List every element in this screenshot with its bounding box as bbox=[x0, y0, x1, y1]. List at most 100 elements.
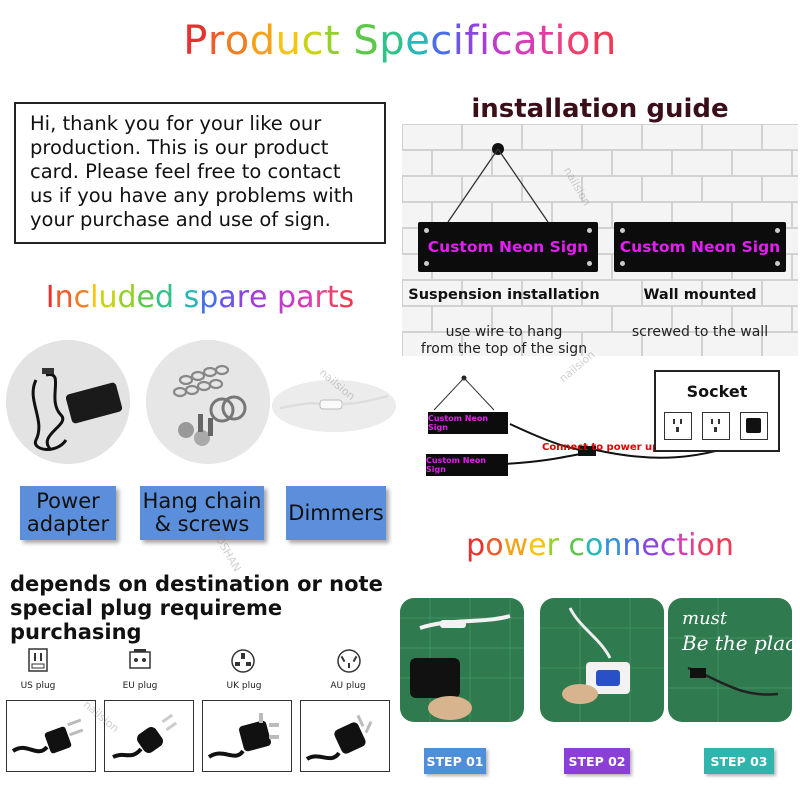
intro-line: card. Please feel free to contact bbox=[30, 160, 341, 183]
title-letter: n bbox=[54, 280, 74, 315]
suspension-wires bbox=[447, 143, 549, 223]
title-letter: n bbox=[590, 18, 617, 64]
title-letter: i bbox=[688, 528, 697, 563]
step3-photo-text2: Be the place bbox=[681, 631, 792, 655]
label-line: adapter bbox=[26, 512, 110, 536]
title-letter: r bbox=[314, 280, 327, 315]
title-letter: f bbox=[464, 18, 480, 64]
title-letter: c bbox=[430, 18, 453, 64]
title-letter: d bbox=[117, 280, 137, 315]
outlet-plugged-icon bbox=[740, 412, 768, 440]
step-03-badge: STEP 03 bbox=[704, 748, 774, 774]
hang-chain-photo bbox=[146, 340, 270, 464]
eu-plug-label: EU plug bbox=[122, 681, 158, 691]
title-letter: P bbox=[183, 18, 208, 64]
intro-line: production. This is our product bbox=[30, 136, 329, 159]
title-letter: t bbox=[324, 18, 341, 64]
eu-plug-photo bbox=[104, 700, 194, 772]
label-line: Hang chain bbox=[142, 489, 262, 513]
step3-photo-text1: must bbox=[682, 608, 728, 629]
title-letter: a bbox=[296, 280, 315, 315]
title-letter: u bbox=[98, 280, 118, 315]
wall-mounted-neon-sign: Custom Neon Sign bbox=[614, 222, 786, 272]
title-letter: o bbox=[696, 528, 715, 563]
plug-heading-line: depends on destination or note bbox=[10, 572, 383, 596]
wall-mounted-description: screwed to the wall bbox=[631, 324, 769, 340]
title-letter: c bbox=[568, 528, 585, 563]
title-letter: n bbox=[603, 528, 623, 563]
title-letter: r bbox=[546, 528, 559, 563]
neon-sign-text: Custom Neon Sign bbox=[619, 238, 781, 256]
intro-line: Hi, thank you for your like our bbox=[30, 112, 322, 135]
title-letter: t bbox=[326, 280, 339, 315]
intro-line: us if you have any problems with bbox=[30, 184, 354, 207]
eu-plug-icon bbox=[129, 649, 151, 669]
au-plug-photo bbox=[300, 700, 390, 772]
title-letter: e bbox=[249, 280, 268, 315]
uk-plug-photo bbox=[202, 700, 292, 772]
title-letter bbox=[559, 528, 569, 563]
title-letter: i bbox=[452, 18, 465, 64]
outlet-icon bbox=[702, 412, 730, 440]
suspension-description: use wire to hang from the top of the sig… bbox=[404, 324, 604, 358]
step-02-photo bbox=[540, 598, 664, 722]
title-letter: c bbox=[659, 528, 677, 563]
us-plug-icon bbox=[28, 648, 48, 672]
title-letter: o bbox=[485, 528, 504, 563]
power-adapter-photo bbox=[6, 340, 130, 464]
installation-guide-title: installation guide bbox=[471, 94, 729, 124]
title-letter bbox=[340, 18, 353, 64]
connect-power-label: Connect to power up bbox=[542, 442, 660, 453]
title-letter: c bbox=[301, 18, 324, 64]
label-line: Power bbox=[36, 489, 100, 513]
title-letter: n bbox=[714, 528, 734, 563]
title-letter: w bbox=[503, 528, 529, 563]
title-letter: u bbox=[275, 18, 302, 64]
title-letter: d bbox=[249, 18, 276, 64]
intro-line: your purchase and use of sign. bbox=[30, 208, 331, 231]
step-01-badge: STEP 01 bbox=[424, 748, 486, 774]
outlet-icon bbox=[664, 412, 692, 440]
title-letter: e bbox=[641, 528, 660, 563]
uk-plug-label: UK plug bbox=[226, 681, 262, 691]
title-letter: c bbox=[490, 18, 514, 64]
au-plug-label: AU plug bbox=[330, 681, 366, 691]
title-letter: o bbox=[584, 528, 604, 563]
title-letter: I bbox=[45, 280, 55, 315]
title-letter: p bbox=[379, 18, 406, 64]
au-plug-icon bbox=[337, 649, 361, 673]
dimmer-photo bbox=[272, 380, 396, 432]
title-letter: r bbox=[207, 18, 225, 64]
suspension-desc-line: use wire to hang bbox=[445, 324, 563, 340]
title-letter: l bbox=[90, 280, 99, 315]
title-letter: t bbox=[676, 528, 689, 563]
title-letter: p bbox=[277, 280, 297, 315]
title-letter bbox=[174, 280, 184, 315]
step-02-badge: STEP 02 bbox=[564, 748, 630, 774]
title-letter: i bbox=[554, 18, 566, 64]
title-letter: n bbox=[622, 528, 642, 563]
intro-text-box: Hi, thank you for your like our producti… bbox=[14, 102, 386, 244]
title-letter: r bbox=[236, 280, 250, 315]
plug-heading-line: purchasing bbox=[10, 620, 142, 644]
hang-chain-label: Hang chain& screws bbox=[140, 486, 264, 540]
title-letter: d bbox=[155, 280, 175, 315]
label-line: & screws bbox=[154, 512, 250, 536]
title-letter bbox=[268, 280, 278, 315]
power-wiring-diagram bbox=[433, 375, 761, 465]
mini-neon-sign-lower: Custom Neon Sign bbox=[426, 454, 508, 476]
suspension-neon-sign: Custom Neon Sign bbox=[418, 222, 598, 272]
suspension-installation-label: Suspension installation bbox=[408, 287, 600, 303]
plug-requirement-heading: depends on destination or note special p… bbox=[10, 572, 400, 644]
title-letter: o bbox=[224, 18, 250, 64]
uk-plug-icon bbox=[231, 649, 255, 673]
title-letter: a bbox=[218, 280, 237, 315]
title-letter: s bbox=[338, 280, 355, 315]
title-letter: e bbox=[405, 18, 431, 64]
dimmers-label: Dimmers bbox=[286, 486, 386, 540]
page-title: Product Specification bbox=[0, 18, 800, 64]
neon-sign-text: Custom Neon Sign bbox=[427, 238, 589, 256]
wall-mounted-label: Wall mounted bbox=[643, 287, 757, 303]
socket-panel: Socket bbox=[654, 370, 780, 452]
